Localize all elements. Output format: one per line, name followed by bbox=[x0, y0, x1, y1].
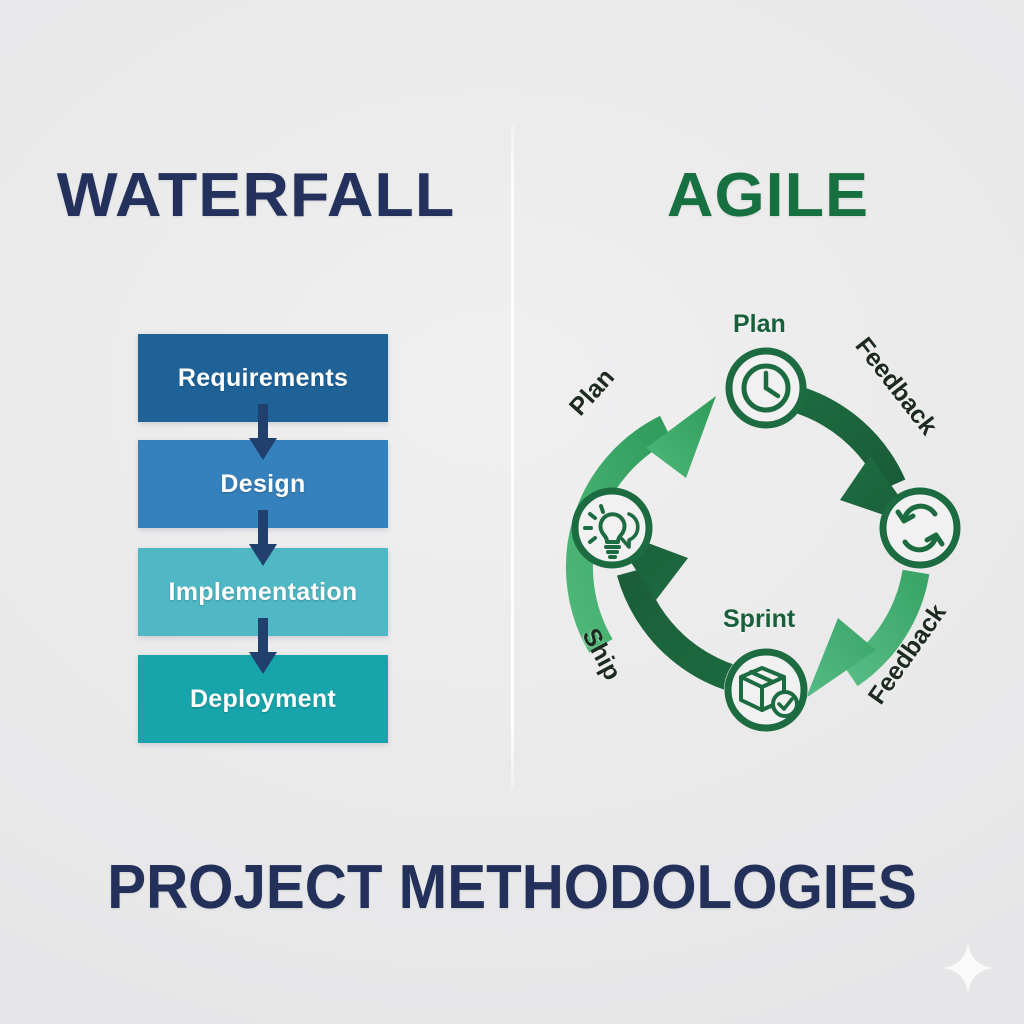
agile-node-label-plan: Plan bbox=[733, 310, 786, 338]
agile-node-iterate[interactable] bbox=[879, 487, 961, 569]
waterfall-stage-stack: Requirements Design Implementation Deplo… bbox=[138, 334, 388, 744]
agile-cycle-diagram: Plan Sprint Plan Feedback Feedback Ship bbox=[538, 300, 998, 760]
agile-node-plan[interactable] bbox=[725, 347, 807, 429]
waterfall-stage-label: Design bbox=[220, 469, 306, 498]
agile-node-label-sprint: Sprint bbox=[723, 605, 796, 633]
clock-icon bbox=[741, 363, 791, 413]
waterfall-down-arrow-icon bbox=[249, 618, 277, 674]
column-divider bbox=[511, 124, 514, 790]
waterfall-heading: WATERFALL bbox=[56, 161, 456, 230]
waterfall-down-arrow-icon bbox=[249, 510, 277, 566]
waterfall-stage-label: Implementation bbox=[168, 577, 358, 606]
page-title: PROJECT METHODOLOGIES bbox=[107, 853, 917, 922]
package-check-icon bbox=[739, 666, 786, 712]
waterfall-stage-label: Deployment bbox=[189, 684, 337, 713]
waterfall-down-arrow-icon bbox=[249, 404, 277, 460]
agile-node-sprint[interactable] bbox=[724, 648, 808, 732]
waterfall-stage-label: Requirements bbox=[177, 363, 349, 392]
refresh-cycle-icon bbox=[895, 503, 945, 553]
sparkle-icon bbox=[942, 942, 994, 994]
agile-arc-feedback-bottom[interactable] bbox=[806, 569, 930, 698]
agile-node-idea[interactable] bbox=[571, 487, 653, 569]
agile-heading: AGILE bbox=[666, 161, 870, 230]
lightbulb-icon bbox=[583, 504, 640, 559]
agile-cycle-svg bbox=[565, 347, 961, 732]
